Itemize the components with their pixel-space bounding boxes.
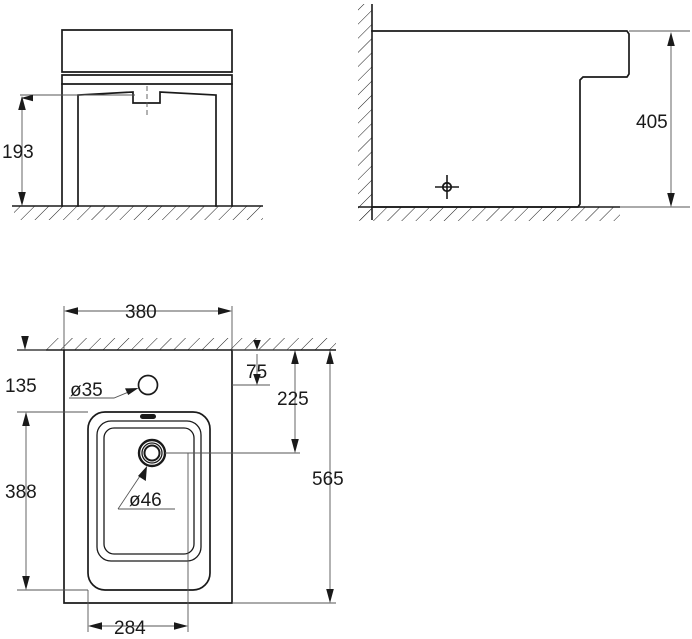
dimension-388-label: 388 (5, 482, 37, 503)
plan-bowl-rim-outer (87, 411, 211, 591)
callout-dia35-label: ø35 (70, 380, 103, 401)
dimension-388: 388 (5, 412, 88, 591)
dimension-380-arrow-right (218, 307, 232, 315)
front-floor-hatch (12, 205, 263, 220)
dimension-388-arrow-bottom (22, 576, 30, 590)
dimension-565-label: 565 (312, 469, 344, 490)
plan-view: ø35 ø46 380 135 (5, 302, 344, 639)
plan-bowl-rim-middle (96, 420, 202, 562)
callout-dia46-arrow (138, 466, 147, 481)
dimension-380: 380 (63, 302, 233, 350)
side-floor-hatch (358, 206, 620, 221)
front-upper-body (61, 29, 233, 73)
dimension-284: 284 (87, 453, 189, 639)
dimension-565-arrow-bottom (326, 589, 334, 603)
dimension-193-arrow-bottom (18, 192, 26, 206)
dimension-380-label: 380 (125, 302, 157, 323)
dimension-405: 405 (620, 30, 690, 208)
dimension-75-arrow-bottom (253, 374, 261, 385)
plan-tap-hole (137, 374, 159, 396)
dimension-565: 565 (232, 350, 344, 604)
dimension-75-arrow-top (253, 340, 261, 350)
dimension-405-arrow-bottom (667, 193, 675, 207)
dimension-135-label: 135 (5, 376, 37, 397)
side-wall-hatch (358, 4, 373, 220)
plan-overflow-slot (140, 414, 156, 419)
dimension-284-label: 284 (114, 618, 146, 639)
dimension-193-arrow-top (18, 96, 26, 110)
dimension-380-arrow-left (64, 307, 78, 315)
dimension-405-label: 405 (636, 112, 668, 133)
callout-dia46: ø46 (117, 466, 175, 511)
dimension-135-arrow-top (21, 336, 29, 350)
dimension-193-label: 193 (2, 142, 34, 163)
dimension-225-arrow-top (291, 350, 299, 364)
callout-dia46-label: ø46 (129, 490, 162, 511)
plan-outer-footprint (63, 349, 233, 604)
dimension-388-arrow-top (22, 412, 30, 426)
dimension-75: 75 (232, 340, 290, 386)
dimension-193: 193 (2, 94, 135, 206)
dimension-135: 135 (5, 336, 88, 413)
plan-wall-hatch (17, 338, 336, 351)
callout-dia35-arrow (125, 388, 139, 395)
side-body-profile (371, 30, 630, 208)
dimension-284-arrow-left (88, 622, 102, 630)
dimension-225: 225 (165, 350, 309, 454)
dimension-284-arrow-right (174, 622, 188, 630)
dimension-225-arrow-bottom (291, 439, 299, 453)
plan-bowl-well-inner (103, 427, 195, 555)
dimension-405-arrow-top (667, 32, 675, 46)
callout-dia35: ø35 (69, 380, 139, 401)
crosshair-icon (435, 175, 459, 199)
side-elevation-view: 405 (358, 4, 690, 221)
dimension-75-label: 75 (246, 362, 267, 383)
front-body-band (61, 74, 233, 85)
plan-waste-outlet (137, 438, 167, 468)
dimension-225-label: 225 (277, 389, 309, 410)
dimension-565-arrow-top (326, 350, 334, 364)
front-pedestal-silhouette (77, 91, 217, 207)
front-elevation-view: 193 (2, 29, 263, 220)
